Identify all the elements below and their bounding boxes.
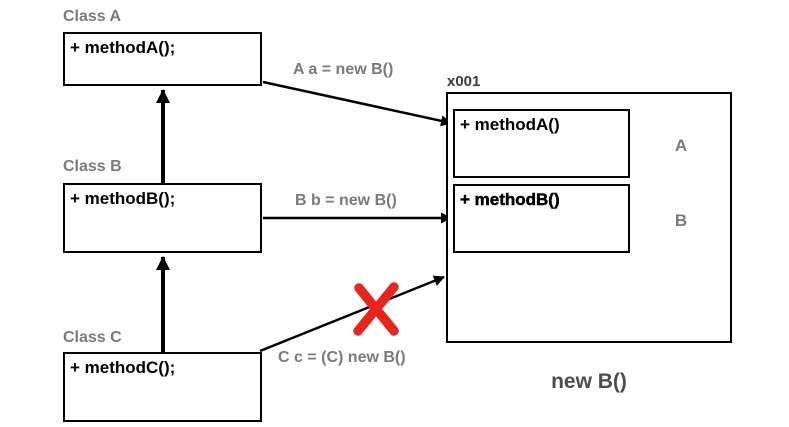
class-b-title: Class B bbox=[63, 158, 122, 175]
assignment-label-a: A a = new B() bbox=[293, 61, 394, 78]
assignment-label-b: B b = new B() bbox=[295, 192, 397, 209]
invalid-cast-cross-icon bbox=[353, 282, 399, 336]
object-address-label: x001 bbox=[447, 73, 481, 90]
object-box: + methodA() + methodB() A B bbox=[446, 92, 732, 343]
assignment-label-c: C c = (C) new B() bbox=[278, 349, 406, 366]
assignment-arrow-a bbox=[262, 80, 452, 127]
class-c-title: Class C bbox=[63, 329, 122, 346]
class-b-member: + methodB(); bbox=[70, 189, 176, 208]
object-slot-b-method: + methodB() bbox=[460, 190, 560, 210]
object-slot-b-box: + methodB() bbox=[453, 184, 630, 253]
class-c-member: + methodC(); bbox=[70, 358, 176, 377]
class-a-box: + methodA(); bbox=[63, 32, 262, 86]
object-slot-a-class-label: A bbox=[674, 136, 688, 155]
class-a-title: Class A bbox=[63, 8, 122, 25]
object-slot-a-method: + methodA() bbox=[460, 115, 560, 134]
object-slot-b-class-label: B bbox=[674, 211, 688, 230]
object-slot-a-box: + methodA() bbox=[453, 109, 630, 178]
assignment-arrow-c bbox=[259, 275, 445, 353]
class-c-box: + methodC(); bbox=[63, 352, 262, 422]
class-a-member: + methodA(); bbox=[70, 38, 176, 57]
class-b-box: + methodB(); bbox=[63, 183, 262, 253]
object-caption: new B() bbox=[551, 370, 627, 393]
